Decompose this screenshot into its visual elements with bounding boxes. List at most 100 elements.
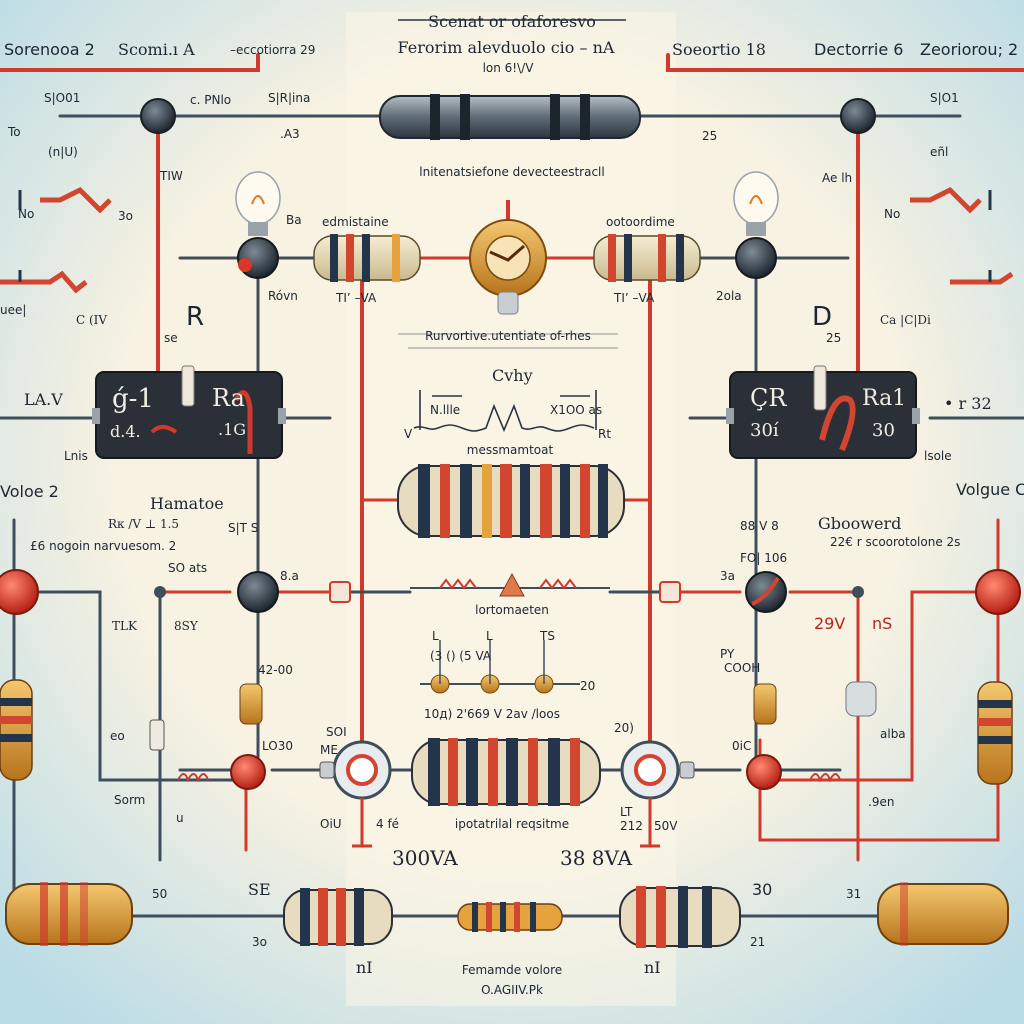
- label-r-88: 88 V 8: [740, 519, 779, 533]
- label-r-oic: 0iC: [732, 739, 752, 753]
- left-lower-node: [230, 754, 266, 790]
- label-r-tr: • r 32: [944, 394, 992, 413]
- right-socket-icon: [845, 681, 877, 717]
- label-b-30: 30: [752, 880, 773, 899]
- right-small-capsule: [753, 683, 777, 725]
- label-b-50: 50: [152, 887, 168, 901]
- label-r-alba: alba: [880, 727, 906, 741]
- label-tiw: TIW: [160, 169, 183, 183]
- center-large-resistor: [397, 464, 625, 538]
- label-lt: LT: [620, 805, 633, 819]
- left-side-resistor: [0, 679, 33, 781]
- label-25-top: 25: [702, 129, 718, 143]
- measurement-waveform: [413, 390, 597, 433]
- label-r-cooh: COOH: [724, 661, 761, 675]
- label-trva-left: TI’ –VA: [336, 291, 377, 305]
- label-b-ni-left: nI: [356, 958, 373, 977]
- label-r-ns: nS: [872, 614, 893, 633]
- label-8a: 8.a: [280, 569, 299, 583]
- label-300va: 300VA: [392, 846, 458, 870]
- right-box-301: 30í: [750, 420, 779, 441]
- label-no: No: [18, 207, 35, 221]
- middle-section-title: Rurvortive.utentiate of-rhes: [425, 329, 591, 343]
- right-box-30: 30: [872, 420, 895, 441]
- formation-section-title: lortomaeten: [475, 603, 549, 617]
- label-sts: S|T S: [228, 521, 259, 535]
- label-so-ats: SO ats: [168, 561, 208, 575]
- label-r-ca: Ca |C|Di: [880, 313, 931, 327]
- label-f-20: 20: [580, 679, 596, 693]
- label-25-mid: 25: [826, 331, 842, 345]
- label-8sy: 8SY: [174, 619, 198, 633]
- label-212: 212: [620, 819, 643, 833]
- top-right-node: [840, 98, 876, 134]
- label-r-9en: .9en: [868, 795, 895, 809]
- label-voloe2: Voloe 2: [0, 482, 59, 501]
- label-4200: 42-00: [258, 663, 293, 677]
- label-r-22: 22€ r scoorotolone 2s: [830, 535, 961, 549]
- label-x1oo: X1OO as: [550, 403, 603, 417]
- label-b-ni-right: nI: [644, 958, 661, 977]
- label-s8ilva: S|R|ina: [268, 91, 311, 105]
- measure-section-title: messmamtoat: [466, 443, 554, 457]
- right-bulb-node: [735, 237, 777, 279]
- right-lower-node: [746, 754, 782, 790]
- right-bulb-icon: [733, 171, 779, 236]
- label-f-va: (3 () (5 VA: [430, 649, 492, 663]
- label-lo30: LO30: [262, 739, 293, 753]
- label-50v: 50V: [654, 819, 678, 833]
- potential-section-title: ipotatrilal reqsitme: [454, 817, 570, 831]
- label-oiu: OiU: [320, 817, 342, 831]
- label-r-3a: 3a: [720, 569, 735, 583]
- label-rkv: Rκ /V ⊥ 1.5: [108, 517, 180, 531]
- upper-left-resistor: [313, 234, 421, 282]
- left-box-symbol: ǵ-1: [112, 384, 154, 414]
- label-v: V: [404, 427, 413, 441]
- label-rovn: Róvn: [268, 289, 298, 303]
- label-to: To: [8, 125, 21, 139]
- right-box-cr: ÇR: [750, 384, 787, 412]
- bottom-left-resistor: [283, 888, 393, 946]
- label-b-se: SE: [248, 880, 271, 899]
- subtitle-line2: lon 6!\/V: [482, 61, 534, 75]
- label-lnis: Lnis: [64, 449, 88, 463]
- top-right-label-2: Dectorrie 6: [814, 40, 904, 59]
- label-f-values: 10д) 2'669 V 2av /loos: [424, 707, 560, 721]
- label-u: u: [176, 811, 184, 825]
- left-switch-icon: [149, 719, 165, 751]
- label-4fe: 4 fé: [376, 817, 400, 831]
- right-tube-icons: [910, 186, 1014, 285]
- label-cvhy: Cvhy: [492, 366, 533, 385]
- label-edmistaine: edmistaine: [322, 215, 389, 229]
- left-connector: [329, 581, 351, 603]
- potential-resistor: [411, 738, 601, 806]
- formation-nodes: [420, 640, 580, 694]
- label-trva-right: TI’ –VA: [614, 291, 655, 305]
- label-b-3o: 3o: [252, 935, 267, 949]
- left-red-terminal: [0, 569, 39, 615]
- label-eo: eo: [110, 729, 125, 743]
- left-box-d4: d.4.: [110, 422, 141, 441]
- label-soi: SOI: [326, 725, 347, 739]
- bottom-center-resistor: [457, 902, 563, 932]
- right-box-ra1: Ra1: [862, 386, 907, 411]
- label-f-l3: TS: [540, 629, 555, 643]
- label-f-l2: L: [486, 629, 493, 643]
- label-r-isole: lsole: [924, 449, 952, 463]
- label-nogoin: £6 nogoin narvuesom. 2: [30, 539, 177, 553]
- label-se: se: [164, 331, 178, 345]
- right-control-box: [726, 365, 920, 459]
- bottom-right-capsule: [877, 882, 1009, 946]
- label-rt: Rt: [598, 427, 612, 441]
- label-20-paren: 20): [614, 721, 634, 735]
- label-hamatoe: Hamatoe: [150, 494, 224, 513]
- label-2ola: 2ola: [716, 289, 742, 303]
- label-so1: S|O01: [44, 91, 81, 105]
- label-r-volgue: Volgue C: [956, 480, 1024, 499]
- bottom-section-subtitle: O.AGIIV.Pk: [481, 983, 543, 997]
- right-side-resistor: [977, 681, 1013, 785]
- label-r-so1: S|O1: [930, 91, 959, 105]
- top-right-label-1: Soeortio 18: [672, 40, 766, 59]
- label-r-gboowerd: Gboowerd: [818, 514, 902, 533]
- subtitle-line1: Ferorim alevduolo cio – nA: [397, 38, 615, 57]
